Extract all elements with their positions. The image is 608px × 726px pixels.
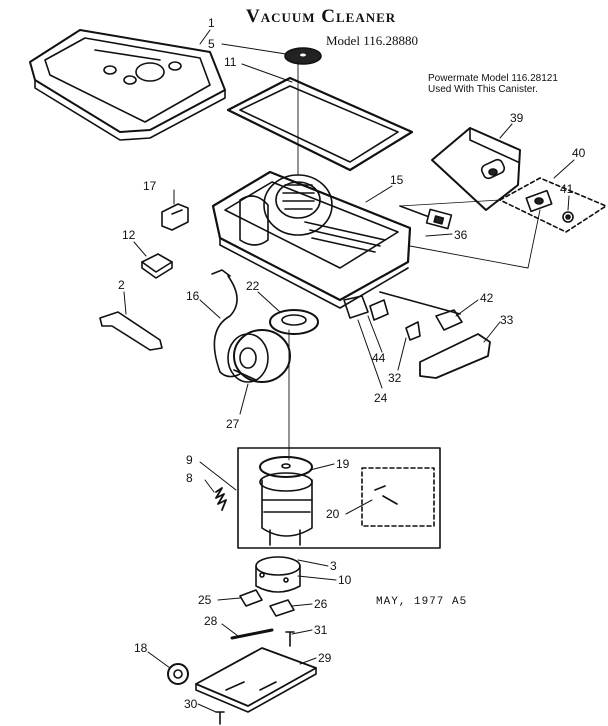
hood-cover [29, 29, 226, 141]
rod-28 [230, 628, 274, 640]
callout-28: 28 [204, 614, 218, 628]
switch [399, 205, 453, 230]
callout-22: 22 [246, 279, 260, 293]
callout-41: 41 [560, 182, 574, 196]
callout-31: 31 [314, 623, 328, 637]
callout-15: 15 [390, 173, 404, 187]
callout-12: 12 [122, 228, 136, 242]
callout-8: 8 [186, 471, 193, 485]
motor-assembly [237, 447, 441, 549]
note-line-1: Powermate Model 116.28121 [428, 73, 558, 84]
leader-lines [123, 29, 575, 713]
callout-32: 32 [388, 371, 402, 385]
callout-11: 11 [224, 55, 237, 69]
callout-29: 29 [318, 651, 332, 665]
pad-26 [269, 599, 295, 617]
pad-25 [239, 589, 263, 607]
callout-labels: 1 5 11 39 40 41 15 17 12 36 2 16 22 42 3… [118, 16, 586, 711]
clip-17 [161, 203, 189, 231]
callout-30: 30 [184, 697, 198, 711]
callout-27: 27 [226, 417, 240, 431]
callout-9: 9 [186, 453, 193, 467]
callout-25: 25 [198, 593, 212, 607]
housing-10 [255, 556, 301, 593]
callout-44: 44 [372, 351, 386, 365]
date-code: MAY, 1977 A5 [376, 596, 468, 608]
callout-33: 33 [500, 313, 514, 327]
model-number: Model 116.28880 [326, 33, 418, 48]
callout-17: 17 [143, 179, 157, 193]
callout-3: 3 [330, 559, 337, 573]
callout-19: 19 [336, 457, 350, 471]
callout-2: 2 [118, 278, 125, 292]
note-line-2: Used With This Canister. [428, 84, 538, 95]
callout-1: 1 [208, 16, 215, 30]
bracket-2 [99, 311, 163, 351]
callout-20: 20 [326, 507, 340, 521]
compatibility-note: Powermate Model 116.28121 Used With This… [428, 73, 608, 95]
canister-body [211, 170, 412, 309]
callout-24: 24 [374, 391, 388, 405]
gasket-frame [226, 76, 414, 172]
callout-16: 16 [186, 289, 200, 303]
cord-reel [227, 329, 291, 383]
screw-30 [215, 711, 225, 725]
assembly-axis [288, 61, 299, 461]
callout-5: 5 [208, 37, 215, 51]
bottom-plate [195, 647, 317, 713]
wheel [167, 663, 189, 685]
callout-42: 42 [480, 291, 494, 305]
callout-18: 18 [134, 641, 148, 655]
callout-39: 39 [510, 111, 524, 125]
callout-36: 36 [454, 228, 468, 242]
small-parts [343, 291, 491, 379]
callout-40: 40 [572, 146, 586, 160]
callout-10: 10 [338, 573, 352, 587]
spring [215, 487, 227, 511]
latch-detail-box [499, 177, 607, 233]
power-cord [211, 269, 241, 378]
diagram-title: Vacuum Cleaner [246, 6, 397, 27]
callout-26: 26 [314, 597, 328, 611]
screw-31 [285, 631, 295, 647]
bag-holder [431, 127, 521, 211]
ring-22 [269, 309, 319, 335]
block-12 [141, 253, 173, 279]
